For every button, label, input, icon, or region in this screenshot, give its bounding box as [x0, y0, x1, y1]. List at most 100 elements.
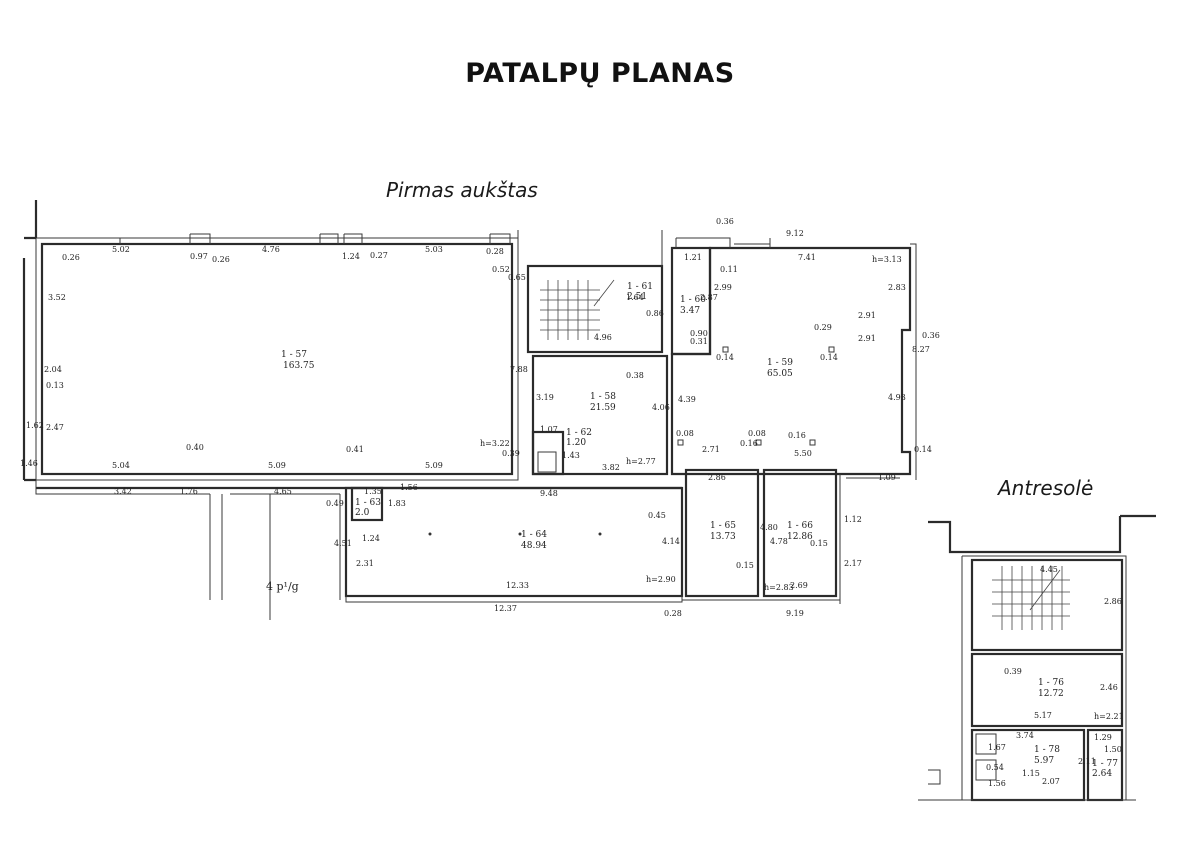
dim: 8.27: [912, 345, 930, 354]
dim: 0.29: [814, 323, 832, 332]
mezz-top-walls: [928, 514, 1156, 554]
dim: 0.28: [486, 247, 504, 256]
dim: 0.15: [736, 561, 754, 570]
dim: 1.50: [1104, 745, 1122, 754]
column-marker-4: [755, 439, 762, 446]
dim: 0.39: [1004, 667, 1022, 676]
dim: 0.36: [716, 217, 734, 226]
dim: 0.40: [186, 443, 204, 452]
street-note: 4 p¹/g: [266, 580, 299, 593]
room-64-id: 1 - 64: [521, 530, 547, 540]
dim: 0.38: [626, 371, 644, 380]
dim: 3.52: [48, 293, 66, 302]
point-marker-1: [428, 532, 432, 536]
column-marker-5: [809, 439, 816, 446]
dim: 2.31: [356, 559, 374, 568]
room-57-outline: [40, 242, 514, 476]
room-78-area: 5.97: [1034, 756, 1054, 766]
dim: 2.87: [700, 293, 718, 302]
dim: 0.26: [62, 253, 80, 262]
dim: 2.04: [44, 365, 62, 374]
dim: 0.90: [690, 329, 708, 338]
dim: 1.24: [362, 534, 380, 543]
dim: 0.36: [922, 331, 940, 340]
dim: 1.43: [562, 451, 580, 460]
dim: 1.46: [20, 459, 38, 468]
dim: 5.50: [794, 449, 812, 458]
room-58-area: 21.59: [590, 403, 616, 413]
dim: 1.09: [878, 473, 896, 482]
lower-wall-detail: [35, 480, 340, 495]
room-58-id: 1 - 58: [590, 392, 616, 402]
dim: 3.19: [536, 393, 554, 402]
dim: 9.48: [540, 489, 558, 498]
dim: 4.06: [652, 403, 670, 412]
room-62-area: 1.20: [566, 438, 586, 448]
dim: 4.51: [334, 539, 352, 548]
ground-floor-walls: [22, 200, 917, 620]
dim: 5.04: [112, 461, 130, 470]
room-63-outline: [350, 486, 384, 522]
column-marker-1: [722, 346, 729, 353]
room-labels: 1 - 57 163.75 1 - 58 21.59 1 - 59 65.05 …: [266, 282, 1118, 779]
dimension-labels: 5.02 0.97 4.76 1.24 5.03 0.26 0.26 0.27 …: [20, 217, 1122, 788]
dim: 1.83: [388, 499, 406, 508]
room-59-area: 65.05: [767, 369, 793, 379]
room-76-area: 12.72: [1038, 689, 1064, 699]
page-title: PATALPŲ PLANAS: [465, 58, 735, 89]
dim: 7.41: [798, 253, 816, 262]
room-59-id: 1 - 59: [767, 358, 793, 368]
dim: 0.16: [740, 439, 758, 448]
room-62-id: 1 - 62: [566, 428, 592, 438]
room-60-id: 1 - 60: [680, 295, 706, 305]
dim: 2.11: [1078, 757, 1096, 766]
room-65-area: 13.73: [710, 532, 736, 542]
room-57-id: 1 - 57: [281, 350, 307, 360]
dim: 1.12: [844, 515, 862, 524]
dim: 4.80: [760, 523, 778, 532]
room-61b-small: [537, 451, 557, 473]
dim: 0.31: [690, 337, 708, 346]
mezzanine-label: Antresolė: [998, 476, 1094, 500]
dim: 4.14: [662, 537, 680, 546]
dim: 5.02: [112, 245, 130, 254]
height-notes: h=3.22 h=2.77 h=3.13 h=2.90 h=2.83 h=2.2…: [480, 255, 1124, 721]
dim: 12.37: [494, 604, 517, 613]
height-290: h=2.90: [646, 575, 676, 584]
room-65-outline: [684, 468, 760, 598]
room-61-area: 2.51: [627, 292, 647, 302]
room-77-area: 2.64: [1092, 769, 1112, 779]
dim: 0.16: [788, 431, 806, 440]
dim: 0.52: [492, 265, 510, 274]
ground-floor-label: Pirmas aukštas: [386, 178, 538, 202]
room-77-id: 1 - 77: [1092, 759, 1118, 769]
dim: 9.12: [786, 229, 804, 238]
dim: 4.93: [888, 393, 906, 402]
dim: 4.39: [678, 395, 696, 404]
room-58-outline: [531, 354, 669, 476]
dim: 1.07: [540, 425, 558, 434]
dim: 5.09: [268, 461, 286, 470]
dim: 4.65: [274, 487, 292, 496]
dim: 3.82: [602, 463, 620, 472]
dim: 0.65: [508, 273, 526, 282]
dim: 0.54: [986, 763, 1004, 772]
mezz-small-box-2: [975, 759, 997, 781]
dim: 1.67: [988, 743, 1006, 752]
dim: 5.03: [425, 245, 443, 254]
dim: 1.29: [1094, 733, 1112, 742]
dim: 1.56: [988, 779, 1006, 788]
height-322: h=3.22: [480, 439, 510, 448]
stair-side-walls: [517, 230, 663, 352]
dim: 1.62: [26, 421, 44, 430]
dim: 0.49: [326, 499, 344, 508]
dim: 2.91: [858, 334, 876, 343]
room-64-outline: [344, 486, 684, 598]
dim: 9.19: [786, 609, 804, 618]
dim: 0.08: [748, 429, 766, 438]
room-76-outline: [970, 652, 1124, 728]
rooms-65-66-outer: [682, 474, 900, 604]
dim: 2.71: [702, 445, 720, 454]
room-64-area: 48.94: [521, 541, 547, 551]
dim: 2.17: [844, 559, 862, 568]
